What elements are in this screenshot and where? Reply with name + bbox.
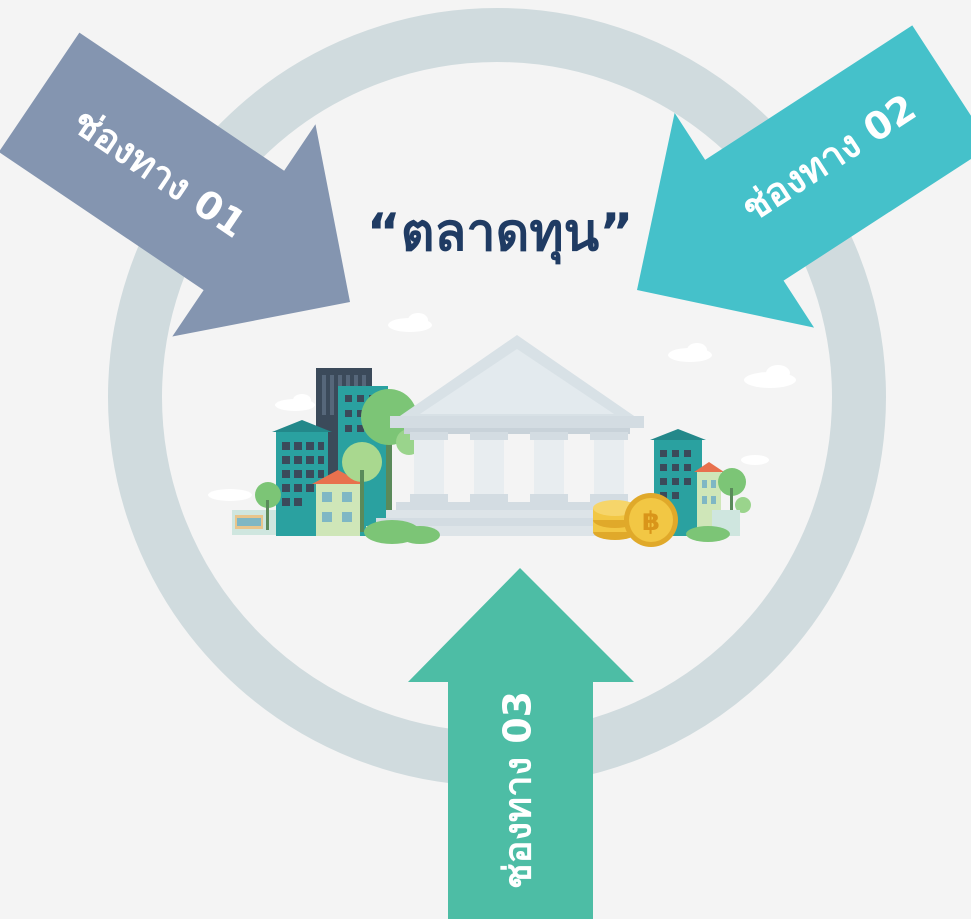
tree-icon: [255, 389, 422, 532]
channel-01-arrow: [0, 32, 350, 337]
diagram-title: “ตลาดทุน”: [367, 203, 634, 265]
channel-03-label: ช่องทาง 03: [496, 691, 540, 889]
channel-02-arrow-shape: [637, 25, 971, 328]
channel-03-arrow-shape: [408, 568, 634, 919]
channel-01-arrow-shape: [0, 32, 350, 337]
capital-market-city-icon: ฿: [208, 313, 796, 547]
channel-02-arrow: [637, 25, 971, 328]
bank-building-icon: [366, 335, 670, 536]
tree-icon: [718, 468, 751, 533]
channel-03-arrow: [408, 568, 634, 919]
baht-coin-icon: ฿: [624, 493, 678, 547]
cloud-icon: [208, 313, 796, 501]
currency-symbol: ฿: [642, 507, 660, 537]
house-small: [316, 482, 360, 536]
